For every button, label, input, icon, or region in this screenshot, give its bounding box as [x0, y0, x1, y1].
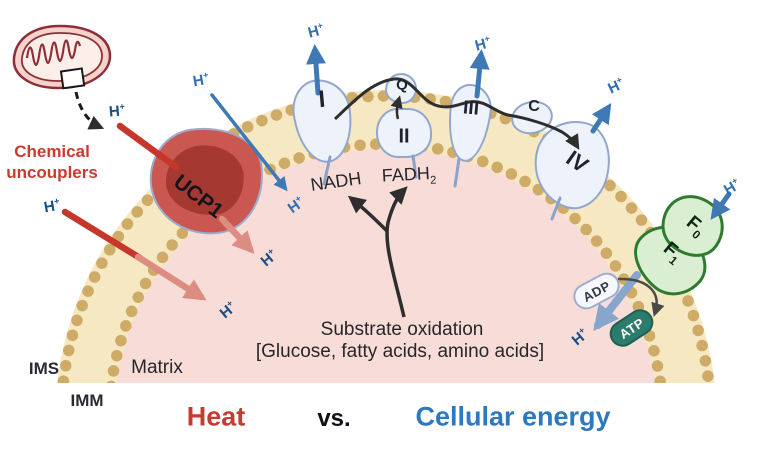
hplus-ion: H+	[42, 195, 61, 217]
ims-label: IMS	[28, 359, 60, 378]
substrate-list-label: [Glucose, fatty acids, amino acids]	[255, 341, 545, 362]
complex-3-label: III	[462, 97, 480, 120]
imm-label: IMM	[70, 391, 104, 410]
fadh2-sub: 2	[429, 174, 437, 187]
fadh2-base: FADH	[381, 163, 431, 186]
chemical-uncouplers-label-line1: Chemical	[14, 142, 90, 161]
matrix-label: Matrix	[131, 357, 183, 378]
ubiquinone-label: Q	[396, 76, 408, 94]
complex-2-label: II	[398, 125, 410, 148]
fadh2-label: FADH2	[381, 163, 436, 189]
hplus-ion: H+	[108, 101, 126, 121]
heat-title: Heat	[186, 401, 246, 432]
chemical-uncouplers-label-line2: uncouplers	[6, 163, 98, 182]
cellular-energy-title: Cellular energy	[415, 401, 611, 432]
vs-title: vs.	[317, 405, 351, 432]
cytochrome-c-label: C	[528, 98, 540, 115]
substrate-oxidation-label: Substrate oxidation	[320, 319, 484, 340]
hplus-ion: H+	[191, 69, 210, 91]
